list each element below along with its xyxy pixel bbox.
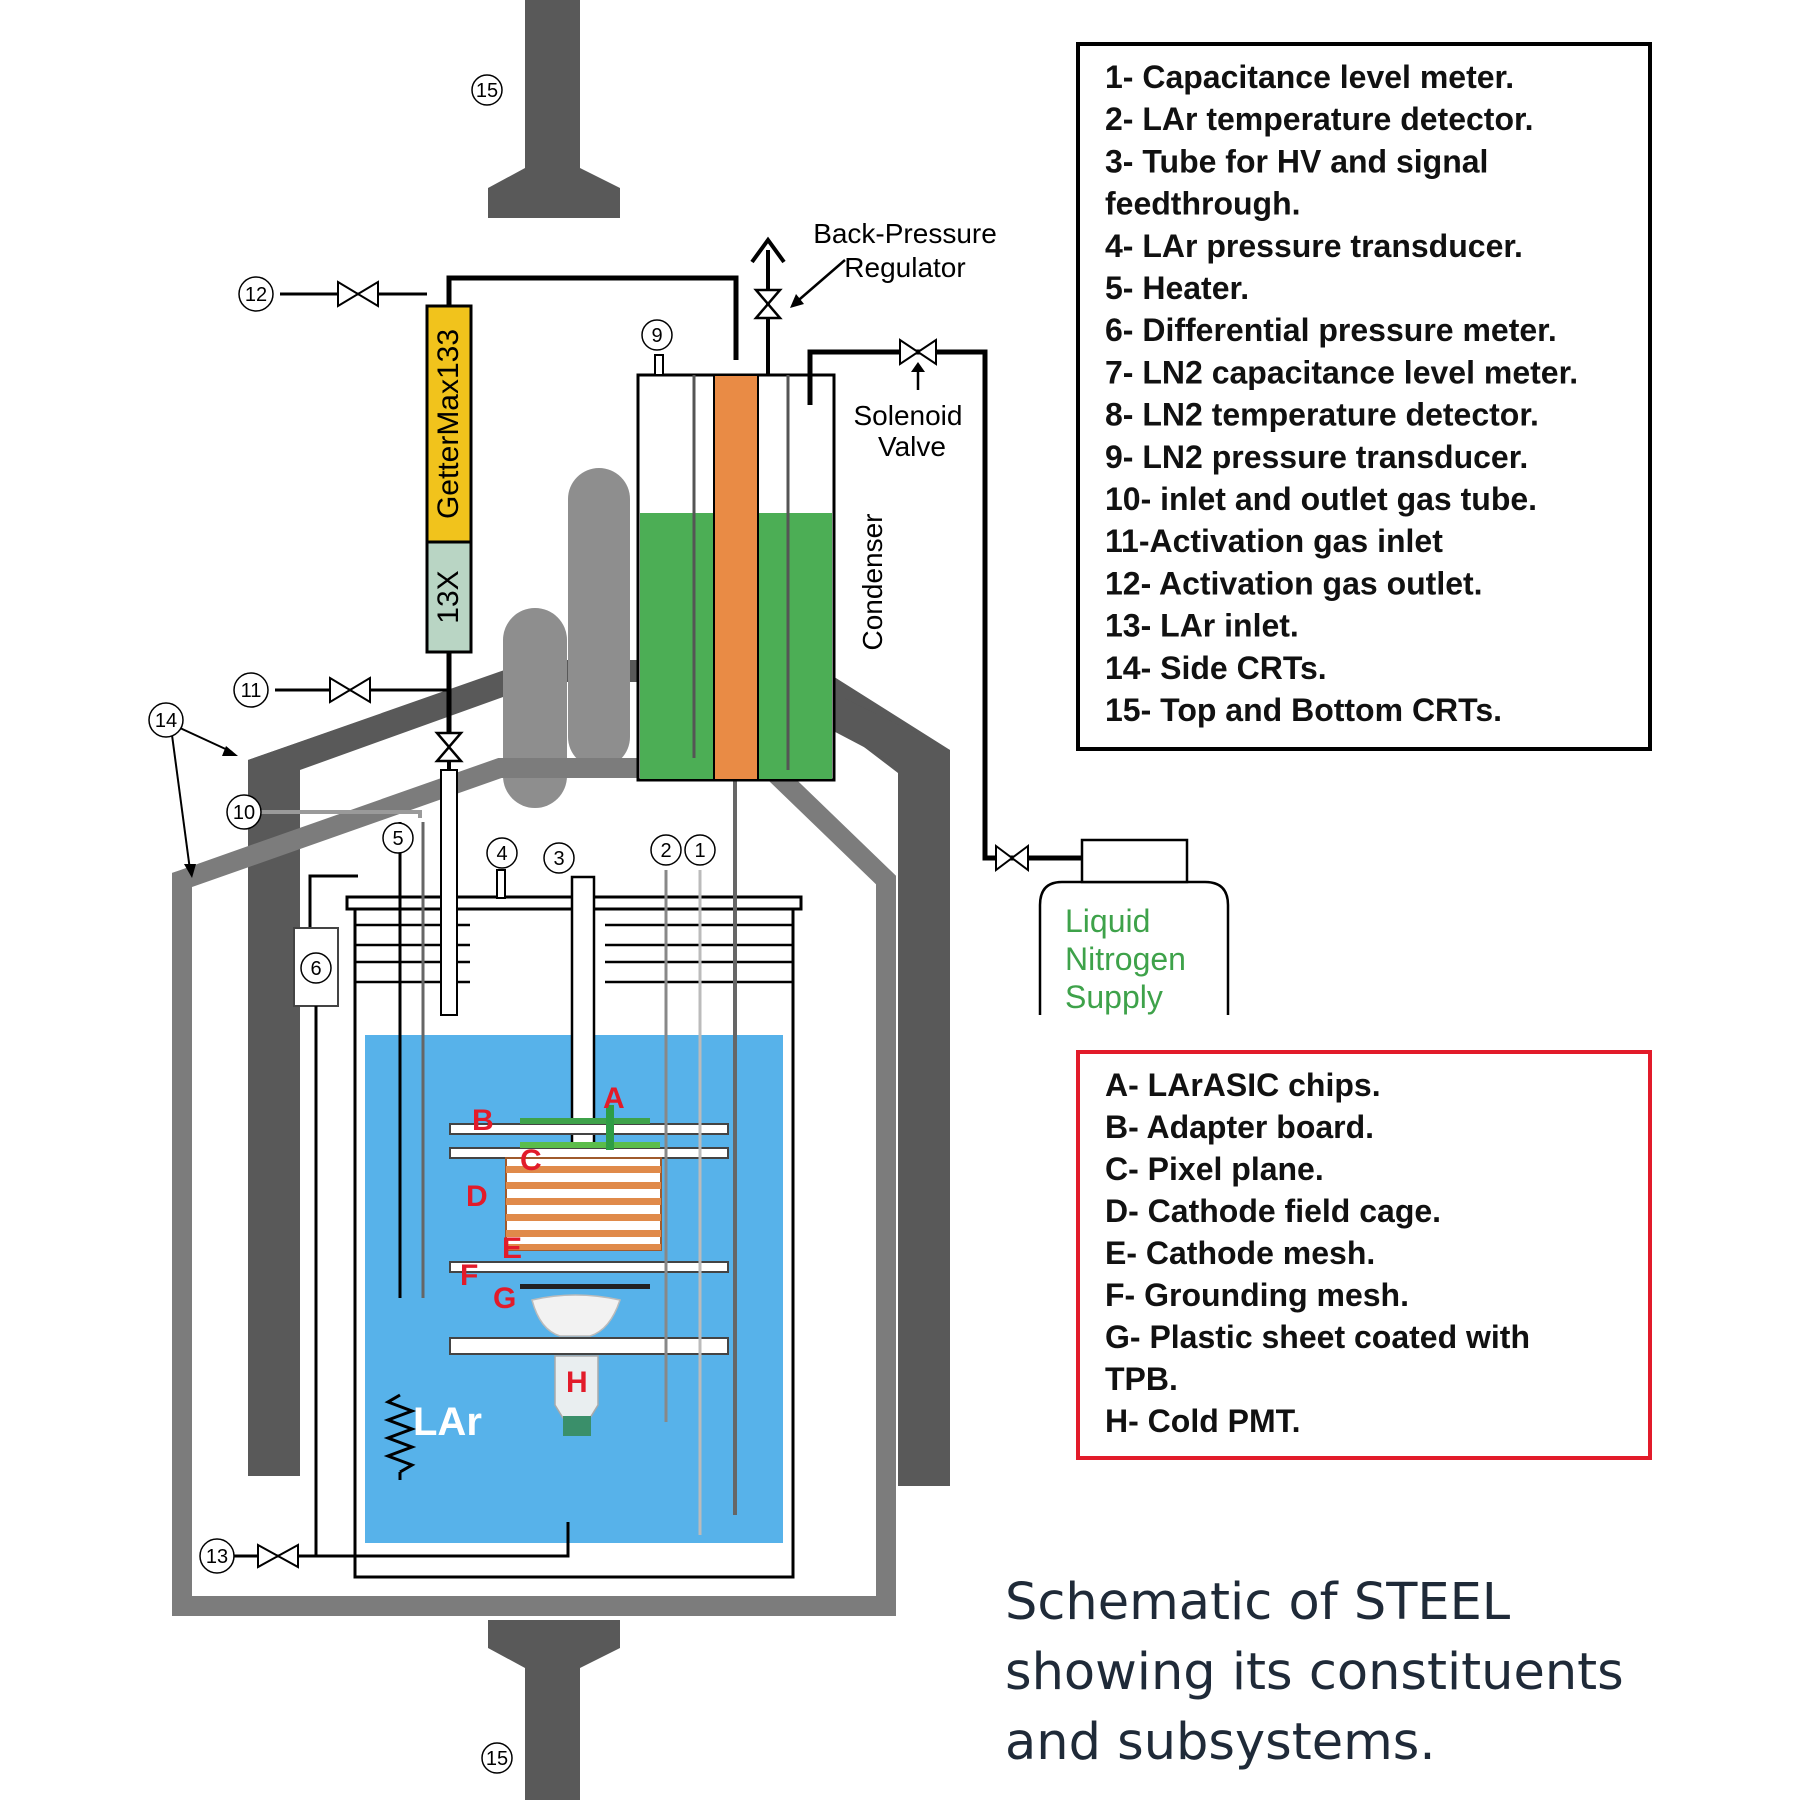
hv-signal-tube	[570, 875, 596, 1149]
fill-valve	[434, 731, 464, 749]
label-3: 3	[553, 848, 564, 870]
numbered-legend-box	[1076, 42, 1652, 751]
lar-pressure-transducer	[496, 869, 506, 899]
letter-D: D	[466, 1180, 488, 1213]
getter-cartridge	[425, 304, 473, 544]
pixel-plane	[449, 1147, 729, 1159]
figure-caption: Schematic of STEEL showing its constitue…	[1005, 1573, 1624, 1772]
ln2-supply-line2: Nitrogen	[1065, 941, 1186, 977]
legend-letter-line-4: E- Cathode mesh.	[1105, 1235, 1375, 1271]
lettered-legend: A- LArASIC chips. B- Adapter board. C- Pix…	[1105, 1067, 1530, 1439]
label-15-bottom: 15	[486, 1748, 508, 1770]
legend-number-line-5: 5- Heater.	[1105, 270, 1249, 306]
ln2-supply-valve	[995, 844, 1014, 872]
outer-shell	[172, 758, 896, 1616]
getter-return-line	[446, 275, 739, 360]
bpr-label-line2: Regulator	[844, 252, 965, 283]
legend-number-line-0: 1- Capacitance level meter.	[1105, 59, 1514, 95]
valve-13	[257, 1543, 281, 1569]
condenser-rod	[713, 374, 759, 781]
rear-tower	[568, 468, 630, 768]
grounding-mesh	[449, 1261, 729, 1273]
component-letters: A B C D E F G H	[460, 1082, 625, 1399]
letter-F: F	[460, 1259, 478, 1292]
legend-number-line-10: 10- inlet and outlet gas tube.	[1105, 481, 1537, 517]
label-11: 11	[241, 680, 262, 702]
legend-letter-line-0: A- LArASIC chips.	[1105, 1067, 1381, 1103]
letter-H: H	[566, 1366, 588, 1399]
tpb-sheet	[520, 1284, 650, 1289]
condenser-label: Condenser	[857, 514, 888, 651]
label-13: 13	[206, 1546, 228, 1568]
pmt-base	[563, 1416, 591, 1436]
sieve-label: 13X	[432, 570, 465, 623]
legend-number-line-11: 11-Activation gas inlet	[1105, 523, 1443, 559]
label-1: 1	[694, 840, 705, 862]
back-pressure-regulator	[753, 288, 783, 306]
tpb-dome	[531, 1294, 621, 1337]
legend-letter-line-1: B- Adapter board.	[1105, 1109, 1374, 1145]
valve-12	[337, 280, 360, 308]
legend-number-line-3: feedthrough.	[1105, 186, 1301, 222]
ln2-pressure-transducer	[654, 354, 664, 376]
letter-A: A	[603, 1082, 625, 1115]
letter-C: C	[520, 1144, 542, 1177]
label-14: 14	[155, 710, 177, 732]
lar-inlet-line	[314, 1006, 570, 1558]
heater-coil	[383, 1393, 417, 1474]
legend-number-line-15: 15- Top and Bottom CRTs.	[1105, 692, 1502, 728]
ln2-supply-line3: Supply	[1065, 979, 1163, 1015]
label-9: 9	[651, 325, 662, 347]
molecular-sieve	[425, 540, 473, 654]
label-12: 12	[245, 284, 267, 306]
legend-letter-line-2: C- Pixel plane.	[1105, 1151, 1324, 1187]
lettered-legend-box	[1076, 1050, 1652, 1460]
solenoid-label-line2: Valve	[878, 431, 946, 462]
solenoid-valve	[899, 338, 920, 366]
number-circles	[148, 74, 716, 1774]
legend-number-line-2: 3- Tube for HV and signal	[1105, 143, 1488, 179]
legend-letter-line-5: F- Grounding mesh.	[1105, 1277, 1409, 1313]
getter-label: GetterMax133	[432, 329, 465, 519]
bottom-crt	[488, 1620, 620, 1800]
legend-letter-line-8: H- Cold PMT.	[1105, 1403, 1301, 1439]
label-2: 2	[660, 840, 671, 862]
label-4: 4	[496, 843, 507, 865]
legend-number-line-4: 4- LAr pressure transducer.	[1105, 228, 1523, 264]
legend-number-line-8: 8- LN2 temperature detector.	[1105, 397, 1539, 433]
legend-number-line-6: 6- Differential pressure meter.	[1105, 312, 1557, 348]
label-5: 5	[392, 828, 403, 850]
legend-letter-line-3: D- Cathode field cage.	[1105, 1193, 1441, 1229]
numbered-legend: 1- Capacitance level meter. 2- LAr temper…	[1105, 59, 1578, 728]
ln2-supply-line1: Liquid	[1065, 903, 1150, 939]
gas-tube	[256, 810, 422, 818]
legend-letter-line-7: TPB.	[1105, 1361, 1178, 1397]
letter-G: G	[493, 1282, 516, 1315]
label-6: 6	[310, 958, 321, 980]
lar-label: LAr	[413, 1400, 482, 1444]
solenoid-label-line1: Solenoid	[854, 400, 963, 431]
bpr-label-line1: Back-Pressure	[813, 218, 997, 249]
legend-number-line-9: 9- LN2 pressure transducer.	[1105, 439, 1528, 475]
legend-number-line-13: 13- LAr inlet.	[1105, 608, 1299, 644]
legend-letter-line-6: G- Plastic sheet coated with	[1105, 1319, 1530, 1355]
label-10: 10	[233, 802, 255, 824]
field-cage-rings	[506, 1166, 661, 1250]
valve-11	[329, 676, 352, 704]
letter-E: E	[502, 1232, 522, 1265]
letter-B: B	[472, 1104, 494, 1137]
top-crt	[488, 0, 620, 218]
larasic-chips	[606, 1105, 614, 1150]
label-15-top: 15	[476, 80, 498, 102]
legend-number-line-1: 2- LAr temperature detector.	[1105, 101, 1534, 137]
legend-number-line-12: 12- Activation gas outlet.	[1105, 565, 1483, 601]
legend-number-line-7: 7- LN2 capacitance level meter.	[1105, 354, 1578, 390]
legend-number-line-14: 14- Side CRTs.	[1105, 650, 1327, 686]
pmt-support	[449, 1337, 729, 1355]
